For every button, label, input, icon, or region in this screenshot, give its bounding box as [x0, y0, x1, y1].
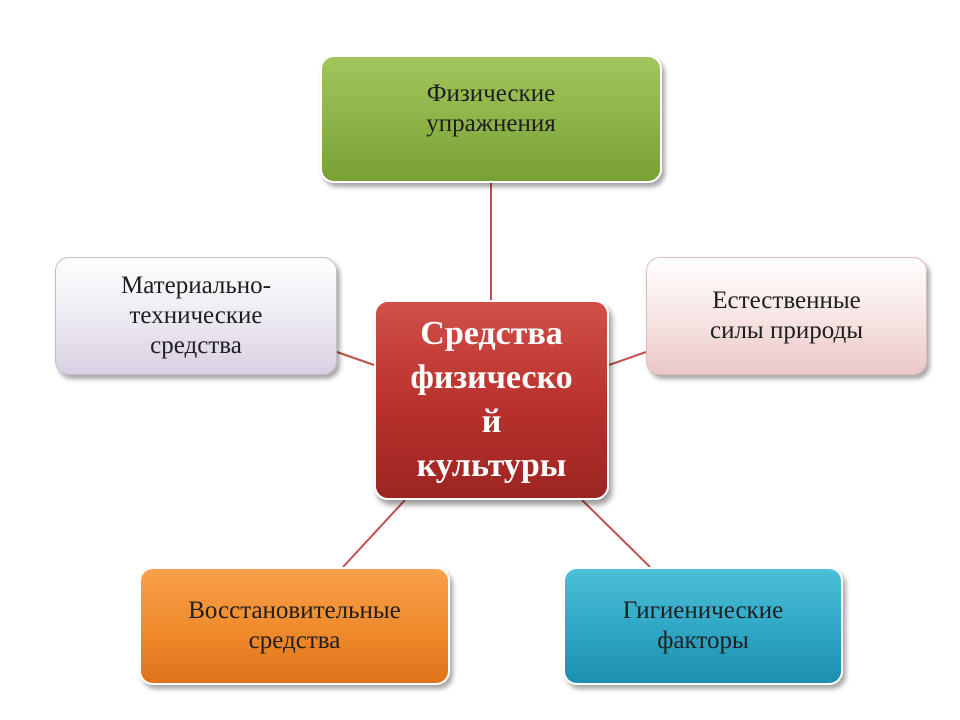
- node-label-line: средства: [150, 332, 242, 359]
- node-label-line: факторы: [657, 627, 749, 654]
- node-label-line: технические: [129, 302, 263, 329]
- node-restorative-means: Восстановительные средства: [139, 567, 450, 685]
- connector-bottom-left: [342, 499, 406, 568]
- connector-right: [608, 351, 647, 366]
- center-label-line: культуры: [416, 447, 567, 484]
- node-physical-exercises: Физические упражнения: [320, 55, 662, 183]
- node-label-line: Физические: [426, 80, 556, 107]
- node-label-line: Гигиенические: [622, 597, 784, 624]
- center-label-line: Средства: [420, 315, 563, 352]
- connector-bottom-right: [581, 499, 651, 568]
- node-material-technical-means: Материально- технические средства: [55, 257, 337, 375]
- node-center-physical-culture-means: Средства физическо й культуры: [374, 300, 609, 500]
- connector-left: [336, 351, 375, 366]
- node-label-line: Восстановительные: [188, 597, 401, 624]
- node-label-line: Естественные: [712, 287, 861, 314]
- center-label-line: й: [481, 403, 502, 440]
- node-hygienic-factors: Гигиенические факторы: [563, 567, 843, 685]
- node-label-line: упражнения: [426, 110, 556, 137]
- node-label-line: Материально-: [121, 272, 271, 299]
- node-natural-forces: Естественные силы природы: [646, 257, 927, 375]
- node-label-line: силы природы: [709, 317, 864, 344]
- center-label-line: физическо: [410, 359, 573, 396]
- node-label-line: средства: [248, 627, 341, 654]
